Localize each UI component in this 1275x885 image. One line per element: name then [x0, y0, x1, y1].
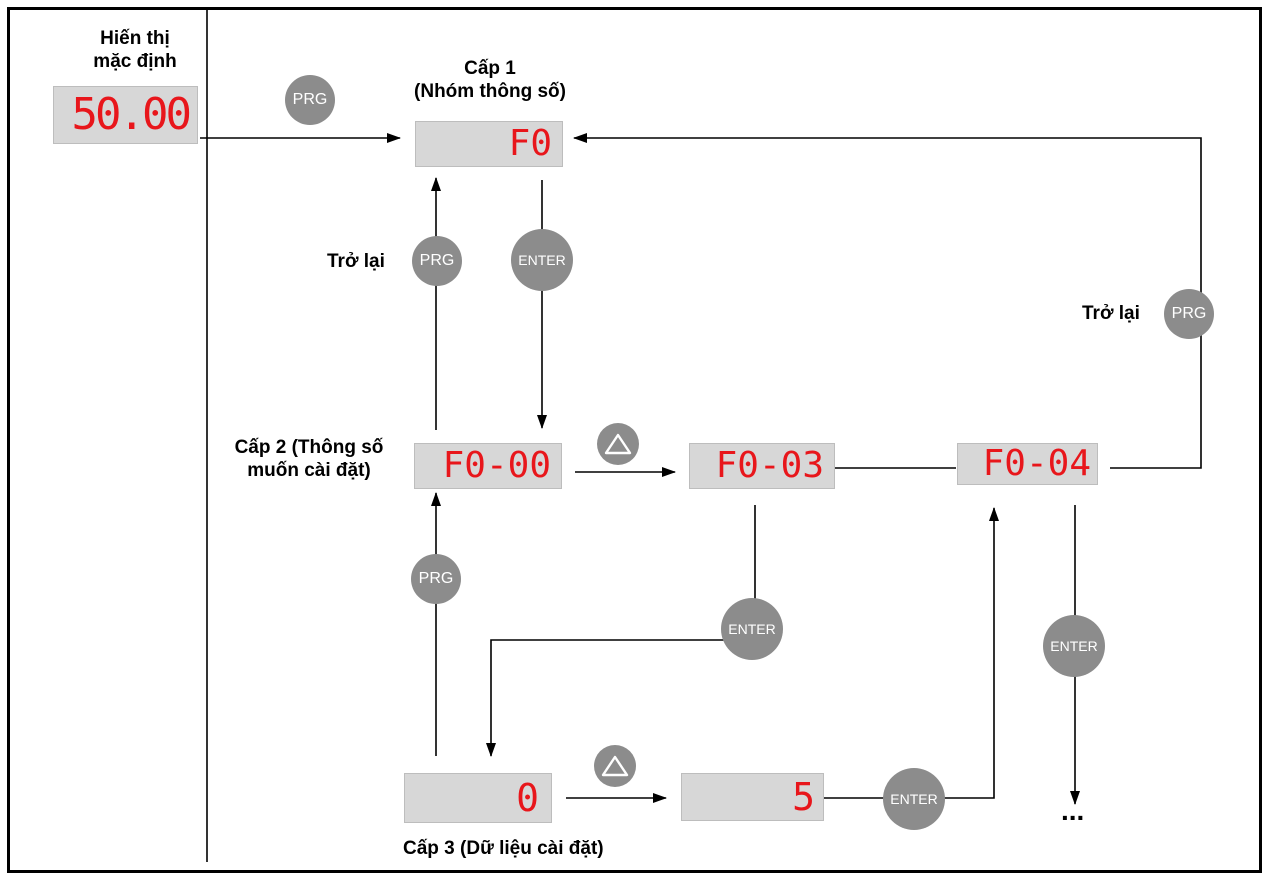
- default-display-label: Hiến thị mặc định: [93, 28, 177, 72]
- back-label-right: Trở lại: [1082, 303, 1140, 324]
- level2-label: Cấp 2 (Thông số muốn cài đặt): [234, 437, 384, 481]
- display-data-5: 5: [681, 773, 824, 821]
- up-button-level3[interactable]: [594, 745, 636, 787]
- enter-button-f0-04[interactable]: ENTER: [1043, 615, 1105, 677]
- enter-button-f0-03[interactable]: ENTER: [721, 598, 783, 660]
- prg-button-back-right[interactable]: PRG: [1164, 289, 1214, 339]
- display-data-0: 0: [404, 773, 552, 823]
- display-f0-04: F0-04: [957, 443, 1098, 485]
- display-f0-00: F0-00: [414, 443, 562, 489]
- enter-button-data-5[interactable]: ENTER: [883, 768, 945, 830]
- level3-label: Cấp 3 (Dữ liệu cài đặt): [403, 838, 604, 859]
- arrow-5-to-f0-04: [822, 507, 999, 799]
- level1-label: Cấp 1 (Nhóm thông số): [414, 58, 566, 102]
- back-label-left: Trở lại: [327, 251, 385, 272]
- prg-button-default[interactable]: PRG: [285, 75, 335, 125]
- prg-button-back-level2[interactable]: PRG: [411, 554, 461, 604]
- display-default-value: 50.00: [53, 86, 198, 144]
- ellipsis: ...: [1061, 795, 1085, 826]
- display-f0-03: F0-03: [689, 443, 835, 489]
- up-triangle-icon: [604, 433, 632, 455]
- prg-button-back-level1[interactable]: PRG: [412, 236, 462, 286]
- outer-frame: [7, 7, 1262, 873]
- up-triangle-icon: [601, 755, 629, 777]
- arrow-f0-03-to-data: [486, 505, 756, 757]
- up-button-level2[interactable]: [597, 423, 639, 465]
- enter-button-level1[interactable]: ENTER: [511, 229, 573, 291]
- display-level1: F0: [415, 121, 563, 167]
